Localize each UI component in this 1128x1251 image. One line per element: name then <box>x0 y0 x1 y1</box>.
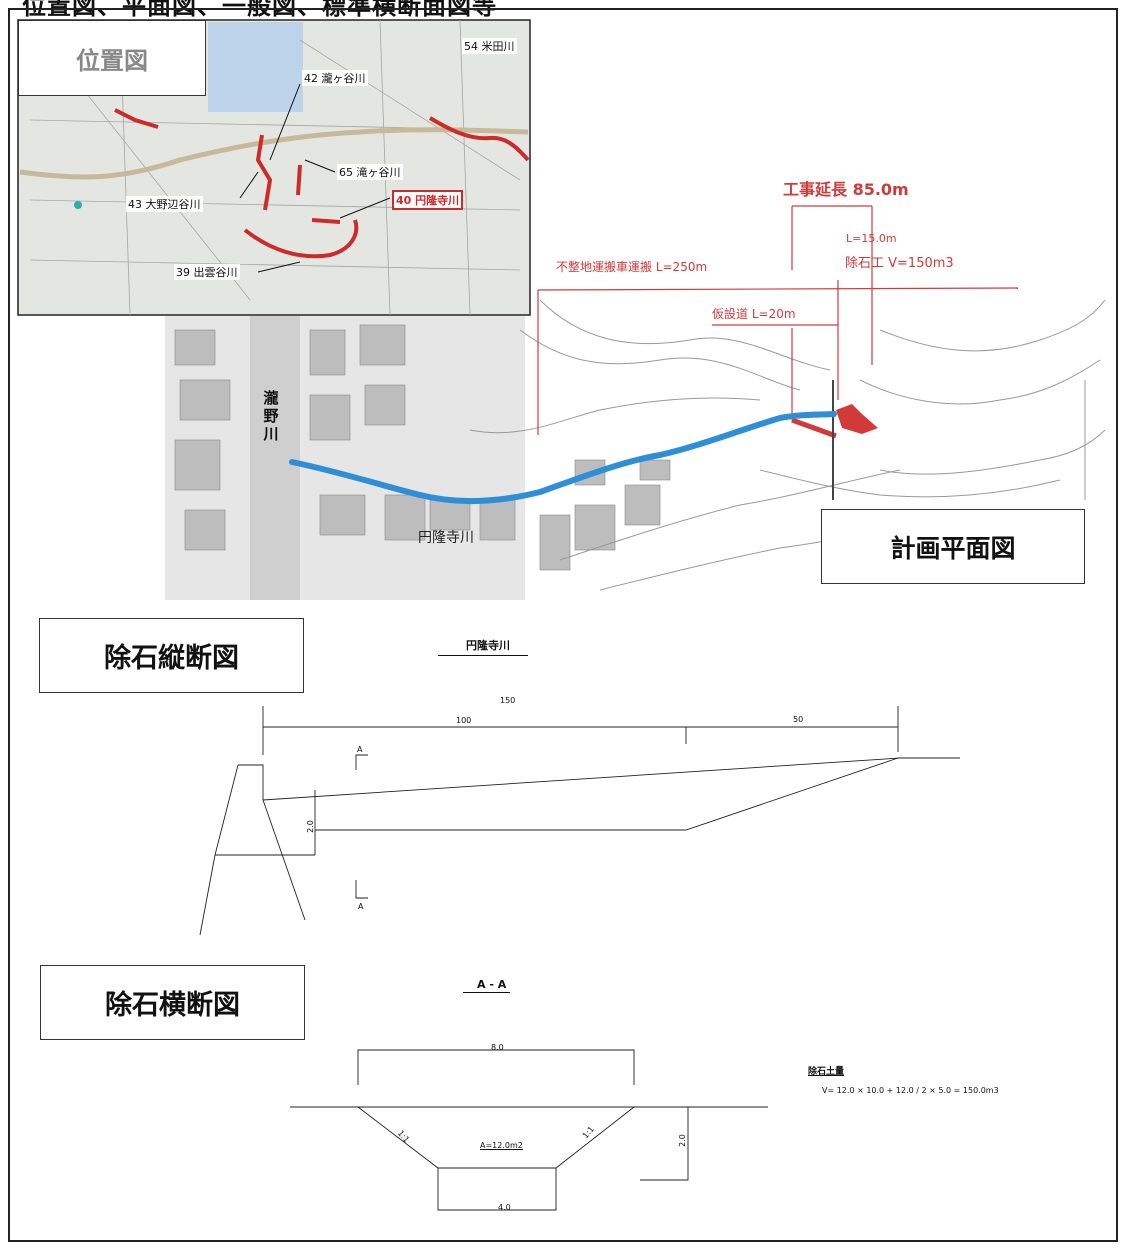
plan-main-river-strip <box>250 316 300 600</box>
cross-top-width: 8.0 <box>491 1043 504 1052</box>
rubble-area <box>836 404 878 434</box>
drawing-frame <box>8 8 1118 1242</box>
plan-buildings <box>174 324 671 571</box>
volume-formula: V= 12.0 × 10.0 + 12.0 / 2 × 5.0 = 150.0m… <box>822 1086 999 1095</box>
map-label-river-39: 39 出雲谷川 <box>174 264 240 280</box>
main-river-label: 瀧 野 川 <box>263 389 279 443</box>
map-leader-lines <box>239 83 391 273</box>
long-dim-a: 100 <box>456 716 472 725</box>
page-heading: 位置図、平面図、一般図、標準横断面図等 <box>22 0 497 20</box>
long-section-title: 円隆寺川 <box>438 637 528 656</box>
river-label: 円隆寺川 <box>418 530 474 546</box>
map-label-river-65: 65 滝ヶ谷川 <box>337 164 403 180</box>
cross-bottom-width: 4.0 <box>498 1203 511 1212</box>
temp-road-mark <box>791 417 837 439</box>
map-label-river-43: 43 大野辺谷川 <box>126 196 203 212</box>
plan-contours <box>469 299 1106 591</box>
long-section-lines <box>199 706 960 936</box>
map-label-river-54: 54 米田川 <box>462 38 517 54</box>
section-mark-bottom: A <box>358 902 364 911</box>
plan-dimension-lines <box>537 205 1019 435</box>
long-dim-b: 50 <box>793 715 804 724</box>
cross-section-label: 除石横断図 <box>40 965 305 1040</box>
map-main-road <box>19 127 529 180</box>
cross-section-title: A - A <box>463 978 511 993</box>
long-dim-height: 2.0 <box>305 820 315 833</box>
rough-transport-label: 不整地運搬車運搬 L=250m <box>556 260 708 274</box>
long-section-label: 除石縦断図 <box>39 618 304 693</box>
long-dim-total: 150 <box>500 696 516 705</box>
rubble-work-label: 除石工 V=150m3 <box>845 256 954 271</box>
cross-depth: 2.0 <box>677 1134 687 1147</box>
cross-section-lines <box>290 1049 768 1211</box>
temp-road-label: 仮設道 L=20m <box>712 307 796 321</box>
map-pond <box>208 22 303 112</box>
work-length-label: 工事延長 85.0m <box>783 180 909 199</box>
rubble-length-label: L=15.0m <box>846 232 897 245</box>
map-river-highlights <box>114 108 530 259</box>
map-label-river-40: 40 円隆寺川 <box>392 190 464 210</box>
plan-view-label: 計画平面図 <box>821 509 1085 584</box>
map-label-river-42: 42 瀧ヶ谷川 <box>302 70 368 86</box>
section-mark-top: A <box>357 745 363 754</box>
volume-title: 除石土量 <box>808 1067 845 1077</box>
location-map-label: 位置図 <box>18 20 206 96</box>
river-alignment <box>289 411 837 505</box>
map-marker <box>74 201 82 209</box>
cross-area: A=12.0m2 <box>480 1141 523 1150</box>
